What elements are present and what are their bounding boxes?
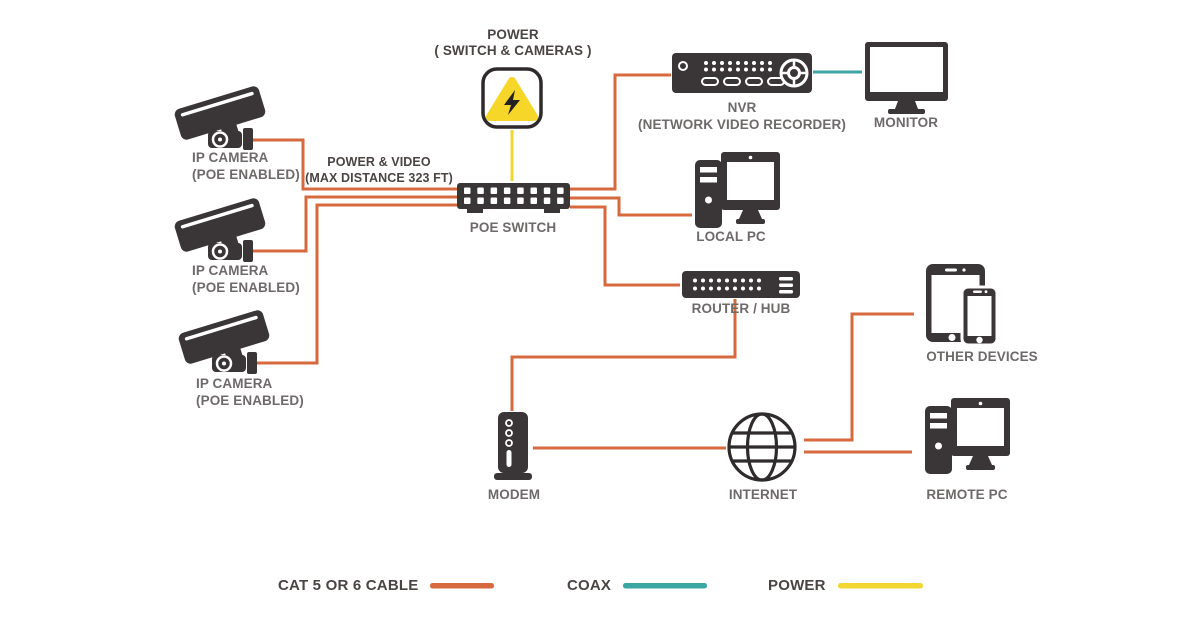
other-devices-label: OTHER DEVICES — [926, 349, 1038, 364]
legend-cat5-swatch — [430, 582, 495, 588]
cable-switch-to-router — [570, 205, 680, 287]
ip-camera-icon-3 — [175, 307, 273, 376]
legend-coax-label: COAX — [567, 577, 612, 594]
legend-power-label: POWER — [768, 577, 826, 594]
cable-switch-to-local-pc — [570, 196, 692, 217]
cable-internet-to-other-devices — [804, 312, 914, 442]
local-pc-icon — [695, 152, 780, 228]
poe-switch-icon — [457, 183, 570, 213]
nvr-label: NVR (NETWORK VIDEO RECORDER) — [638, 100, 846, 132]
internet-globe-icon — [727, 412, 797, 482]
remote-pc-icon — [925, 398, 1010, 474]
ip-camera-2-label: IP CAMERA (POE ENABLED) — [192, 263, 300, 295]
monitor-label: MONITOR — [873, 115, 939, 130]
ip-camera-3-label: IP CAMERA (POE ENABLED) — [196, 376, 304, 408]
nvr-icon — [672, 53, 812, 93]
power-warning-icon — [481, 67, 543, 129]
legend-power-swatch — [837, 582, 923, 588]
router-hub-icon — [682, 271, 800, 298]
poe-switch-label: POE SWITCH — [469, 220, 557, 235]
cable-camera1-to-switch — [250, 138, 457, 191]
ip-camera-icon-1 — [171, 83, 269, 152]
modem-icon — [494, 412, 532, 480]
legend-item-coax: COAX — [567, 577, 708, 594]
legend-cat5-label: CAT 5 OR 6 CABLE — [278, 577, 419, 594]
modem-label: MODEM — [487, 487, 541, 502]
cable-router-to-modem — [510, 299, 737, 411]
cable-switch-to-nvr — [570, 73, 671, 191]
cable-distance-note: POWER & VIDEO (MAX DISTANCE 323 FT) — [305, 155, 453, 185]
cable-camera2-to-switch — [250, 195, 457, 253]
internet-label: INTERNET — [728, 487, 798, 502]
legend-coax-swatch — [623, 582, 708, 588]
ip-camera-1-label: IP CAMERA (POE ENABLED) — [192, 150, 300, 182]
monitor-icon — [865, 42, 948, 114]
ip-camera-icon-2 — [171, 195, 269, 264]
local-pc-label: LOCAL PC — [696, 229, 766, 244]
remote-pc-label: REMOTE PC — [926, 487, 1008, 502]
router-hub-label: ROUTER / HUB — [691, 301, 791, 316]
power-source-note: POWER ( SWITCH & CAMERAS ) — [434, 27, 592, 58]
other-devices-icon — [926, 264, 999, 347]
cable-camera3-to-switch — [256, 203, 457, 365]
legend-item-cat5: CAT 5 OR 6 CABLE — [278, 577, 495, 594]
legend-item-power: POWER — [768, 577, 923, 594]
